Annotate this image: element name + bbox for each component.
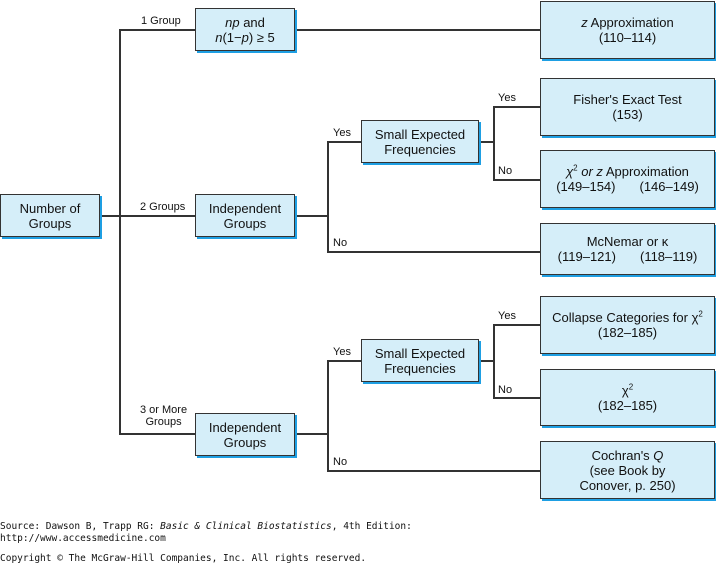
node-text: χ2 or z Approximation bbox=[566, 163, 689, 179]
branch-label-2-groups: 2 Groups bbox=[140, 201, 186, 213]
result-collapse-categories: Collapse Categories for χ2 (182–185) bbox=[540, 296, 715, 354]
connector bbox=[493, 106, 495, 181]
no-label: No bbox=[333, 456, 348, 468]
node-text: z Approximation bbox=[581, 15, 674, 30]
node-text: χ2 bbox=[621, 382, 634, 398]
branch-label-3-groups: 3 or More Groups bbox=[140, 404, 187, 428]
node-pages: (149–154)(146–149) bbox=[556, 179, 699, 194]
node-text: Frequencies bbox=[384, 141, 456, 157]
node-text: Independent bbox=[208, 419, 282, 435]
node-text: Independent bbox=[208, 200, 282, 216]
node-text: McNemar or κ bbox=[586, 234, 669, 249]
connector bbox=[119, 29, 195, 31]
no-label: No bbox=[333, 237, 348, 249]
connector bbox=[294, 215, 328, 217]
node-text: Groups bbox=[223, 434, 267, 450]
copyright: Copyright © The McGraw-Hill Companies, I… bbox=[0, 553, 367, 564]
node-pages: (119–121)(118–119) bbox=[557, 249, 698, 264]
yes-label: Yes bbox=[333, 127, 351, 139]
small-expected-frequencies-node: Small Expected Frequencies bbox=[361, 339, 479, 382]
connector bbox=[327, 141, 329, 253]
branch-label-1-group: 1 Group bbox=[141, 15, 181, 27]
label-line: Groups bbox=[145, 416, 182, 428]
connector bbox=[327, 360, 361, 362]
node-text: Groups bbox=[28, 215, 72, 231]
node-pages: (182–185) bbox=[597, 325, 658, 340]
node-text: Fisher's Exact Test bbox=[573, 92, 682, 107]
connector bbox=[493, 324, 540, 326]
connector bbox=[478, 360, 494, 362]
result-chi-square: χ2 (182–185) bbox=[540, 369, 715, 426]
node-text: Conover, p. 250) bbox=[579, 477, 676, 493]
source-citation: Source: Dawson B, Trapp RG: Basic & Clin… bbox=[0, 521, 412, 532]
yes-label: Yes bbox=[333, 346, 351, 358]
result-mcnemar: McNemar or κ (119–121)(118–119) bbox=[540, 223, 715, 275]
yes-label: Yes bbox=[498, 92, 516, 104]
label-line: 3 or More bbox=[140, 404, 188, 416]
no-label: No bbox=[498, 165, 513, 177]
node-text: Groups bbox=[223, 215, 267, 231]
connector bbox=[493, 324, 495, 399]
independent-groups-node: Independent Groups bbox=[195, 194, 295, 237]
node-text: Small Expected bbox=[374, 126, 466, 142]
condition-node-np: np and n(1−p) ≥ 5 bbox=[195, 8, 295, 51]
node-pages: (182–185) bbox=[597, 397, 658, 413]
connector bbox=[493, 179, 540, 181]
connector bbox=[327, 141, 361, 143]
source-url: http://www.accessmedicine.com bbox=[0, 533, 166, 544]
node-text: Cochran's Q bbox=[591, 447, 664, 463]
connector bbox=[327, 360, 329, 472]
yes-label: Yes bbox=[498, 310, 516, 322]
node-text: Frequencies bbox=[384, 360, 456, 376]
node-pages: (110–114) bbox=[598, 30, 657, 45]
node-text: Collapse Categories for χ2 bbox=[552, 309, 703, 325]
small-expected-frequencies-node: Small Expected Frequencies bbox=[361, 120, 479, 163]
node-text: Small Expected bbox=[374, 345, 466, 361]
connector bbox=[478, 141, 494, 143]
result-z-approximation: z Approximation (110–114) bbox=[540, 1, 715, 59]
connector bbox=[327, 251, 540, 253]
connector bbox=[327, 470, 540, 472]
connector bbox=[119, 29, 121, 435]
connector bbox=[294, 29, 540, 31]
connector bbox=[493, 106, 540, 108]
result-chi-or-z: χ2 or z Approximation (149–154)(146–149) bbox=[540, 150, 715, 208]
node-text: n(1−p) ≥ 5 bbox=[215, 29, 275, 45]
connector bbox=[119, 433, 195, 435]
connector bbox=[99, 215, 195, 217]
connector bbox=[294, 433, 328, 435]
node-text: Number of bbox=[19, 200, 81, 216]
node-pages: (153) bbox=[612, 107, 643, 122]
result-cochran-q: Cochran's Q (see Book by Conover, p. 250… bbox=[540, 441, 715, 499]
independent-groups-node: Independent Groups bbox=[195, 413, 295, 456]
connector bbox=[493, 397, 540, 399]
node-text: np and bbox=[225, 14, 265, 30]
result-fisher-exact: Fisher's Exact Test (153) bbox=[540, 78, 715, 136]
node-text: (see Book by bbox=[589, 462, 666, 478]
no-label: No bbox=[498, 384, 513, 396]
root-node: Number of Groups bbox=[0, 194, 100, 237]
